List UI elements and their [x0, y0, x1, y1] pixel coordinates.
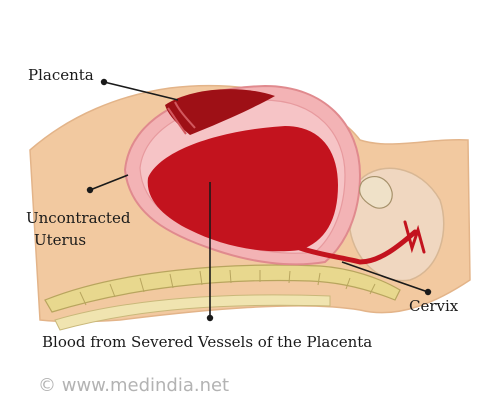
blood-dot	[207, 315, 213, 321]
cervix-dot	[425, 289, 431, 295]
label-cervix: Cervix	[409, 297, 458, 315]
label-uncontracted: Uncontracted	[26, 209, 130, 227]
label-uterus: Uterus	[34, 231, 86, 249]
label-blood: Blood from Severed Vessels of the Placen…	[42, 333, 372, 351]
watermark: © www.medindia.net	[38, 375, 229, 396]
label-placenta: Placenta	[28, 66, 94, 84]
uterus-dot	[87, 187, 93, 193]
placenta-dot	[101, 79, 107, 85]
